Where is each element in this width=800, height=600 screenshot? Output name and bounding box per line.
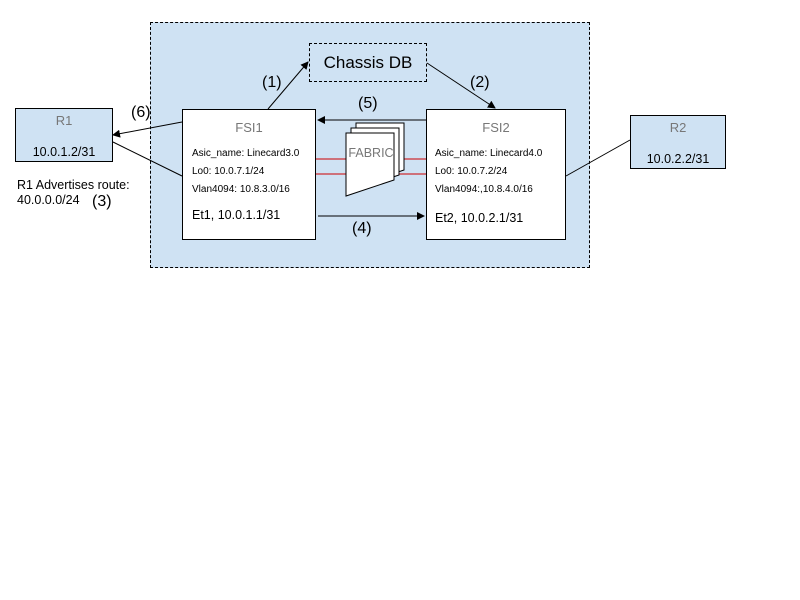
fsi2-lo0: Lo0: 10.0.7.2/24	[435, 166, 508, 177]
step-label-5: (5)	[358, 95, 378, 112]
r1-title: R1	[55, 113, 73, 128]
r1-box: R1 10.0.1.2/31	[15, 108, 113, 162]
r1-note-line2: 40.0.0.0/24	[17, 193, 80, 207]
r2-ip: 10.0.2.2/31	[646, 152, 710, 166]
fabric-icon	[345, 122, 405, 197]
link-r1-fsi1	[112, 141, 183, 177]
fsi1-lo0: Lo0: 10.0.7.1/24	[192, 166, 265, 177]
arrow-step-6	[112, 121, 183, 138]
chassis-db-box: Chassis DB	[309, 43, 427, 82]
step-label-3: (3)	[92, 193, 112, 210]
link-fsi2-r2	[565, 139, 631, 177]
fsi1-vlan: Vlan4094: 10.8.3.0/16	[192, 184, 290, 195]
r2-box: R2 10.0.2.2/31	[630, 115, 726, 169]
step-label-2: (2)	[470, 74, 490, 91]
step-label-6: (6)	[131, 104, 151, 121]
fsi2-asic: Asic_name: Linecard4.0	[435, 148, 543, 159]
fsi2-title: FSI2	[482, 120, 510, 135]
r1-note-line1: R1 Advertises route:	[17, 178, 130, 192]
r1-ip: 10.0.1.2/31	[32, 145, 96, 159]
fsi2-box: FSI2 Asic_name: Linecard4.0 Lo0: 10.0.7.…	[426, 109, 566, 240]
chassis-db-label: Chassis DB	[323, 52, 413, 72]
fsi1-asic: Asic_name: Linecard3.0	[192, 148, 300, 159]
fsi1-eth: Et1, 10.0.1.1/31	[192, 208, 281, 222]
fsi2-eth: Et2, 10.0.2.1/31	[435, 211, 524, 225]
arrow-step-2	[426, 62, 496, 109]
fsi1-box: FSI1 Asic_name: Linecard3.0 Lo0: 10.0.7.…	[182, 109, 316, 240]
fsi1-title: FSI1	[235, 120, 263, 135]
r2-title: R2	[669, 120, 687, 135]
step-label-4: (4)	[352, 220, 372, 237]
fabric-label: FABRIC	[348, 146, 394, 160]
step-label-1: (1)	[262, 74, 282, 91]
fsi2-vlan: Vlan4094:,10.8.4.0/16	[435, 184, 533, 195]
arrow-step-1	[267, 61, 309, 110]
